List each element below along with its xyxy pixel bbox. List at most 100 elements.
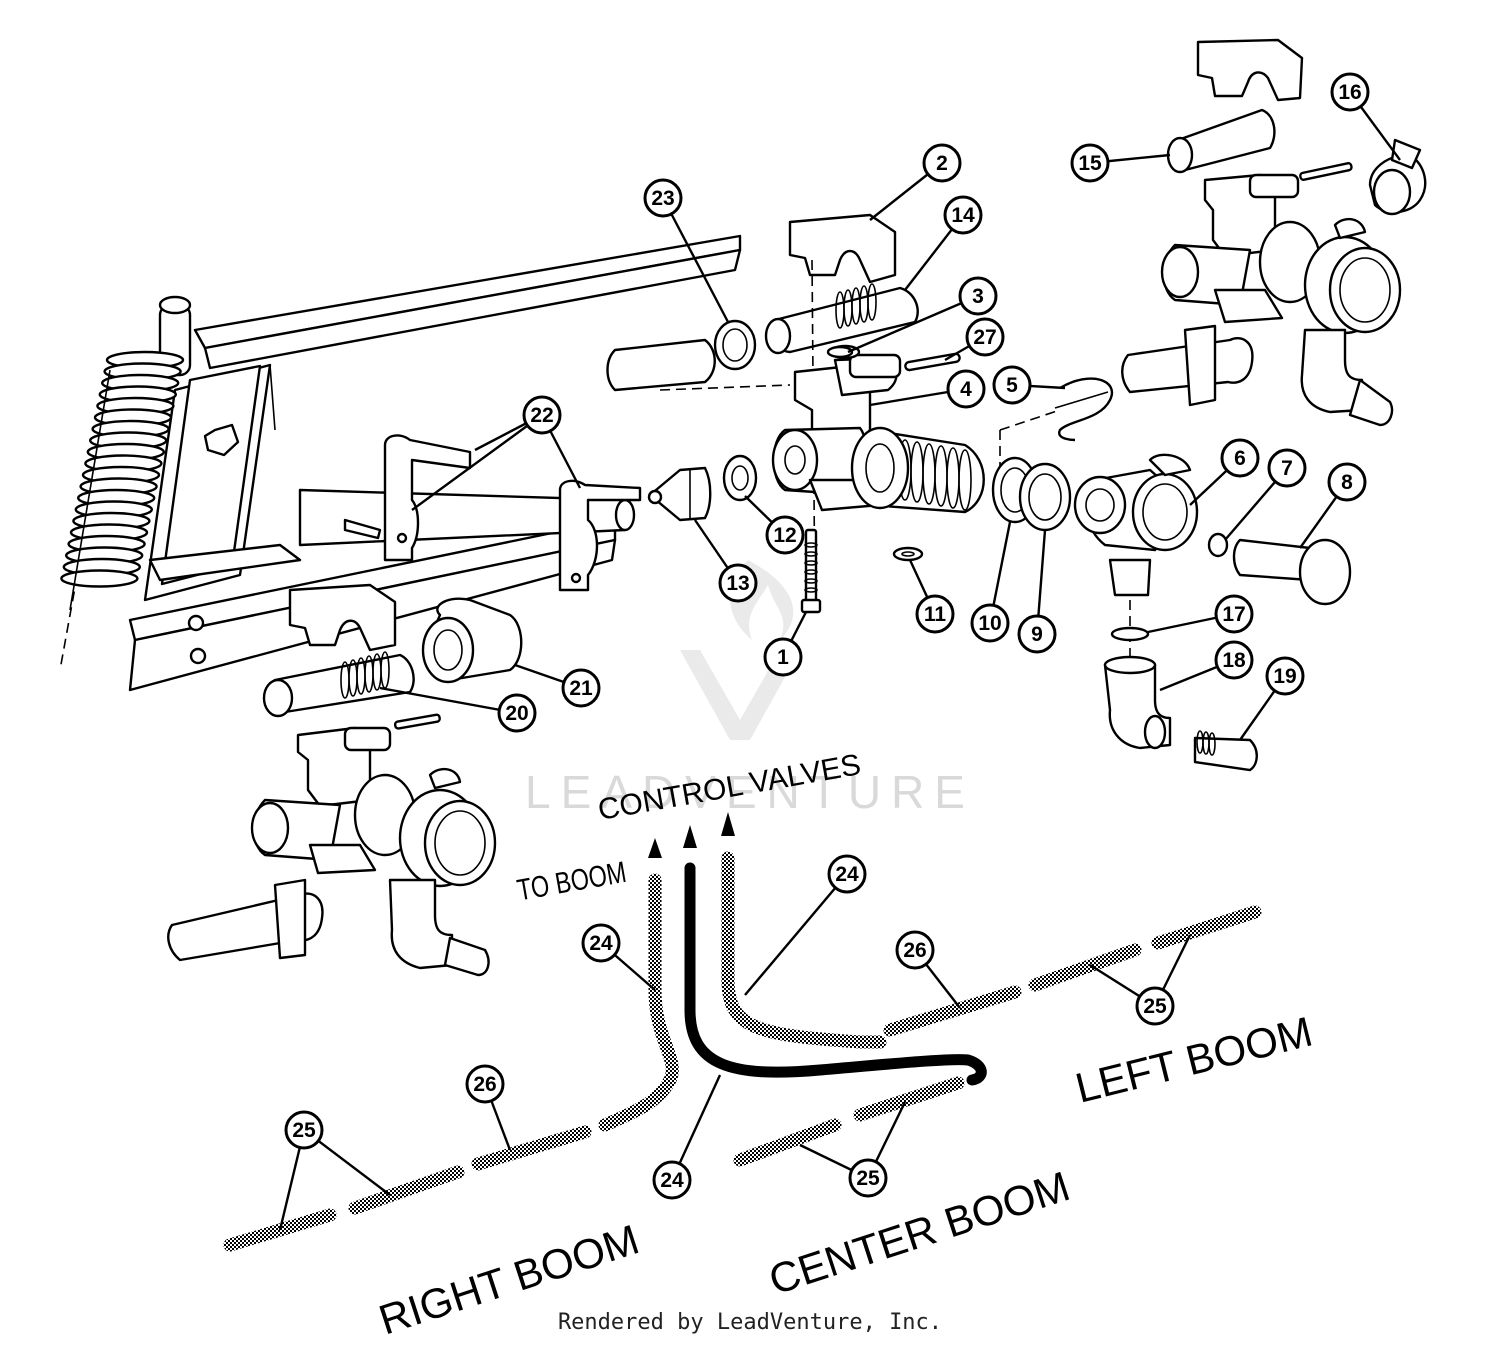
callout-4: 4 [946, 369, 986, 409]
svg-text:12: 12 [773, 524, 796, 547]
center-boom-tube [298, 488, 636, 547]
hose-25-center-2 [853, 1076, 965, 1122]
part-22-clamps [343, 434, 642, 592]
callout-24: 24 [652, 1160, 692, 1200]
callout-25: 25 [284, 1110, 324, 1150]
callout-11: 11 [915, 594, 955, 634]
part-1-bolt [800, 528, 822, 614]
callout-17: 17 [1214, 594, 1254, 634]
svg-text:25: 25 [292, 1119, 316, 1142]
part-6-tee-body [1073, 453, 1199, 660]
svg-text:3: 3 [972, 285, 984, 308]
callout-24: 24 [581, 923, 621, 963]
svg-text:9: 9 [1031, 623, 1043, 646]
upper-right-nozzle-body [1121, 173, 1402, 427]
callout-16: 16 [1330, 72, 1370, 112]
svg-text:14: 14 [951, 204, 975, 227]
part-17-washer [1110, 626, 1150, 642]
left-pin [393, 713, 441, 730]
callout-7: 7 [1267, 448, 1307, 488]
svg-text:27: 27 [973, 326, 996, 349]
callout-5: 5 [992, 365, 1032, 405]
callout-27: 27 [965, 317, 1005, 357]
svg-text:26: 26 [903, 939, 926, 962]
svg-text:6: 6 [1234, 447, 1246, 470]
hose-25-left-1 [1028, 943, 1142, 992]
boom-frame [59, 234, 742, 692]
svg-text:16: 16 [1338, 81, 1361, 104]
svg-text:15: 15 [1078, 152, 1102, 175]
callout-2: 2 [922, 143, 962, 183]
part-14-hose-barb [764, 283, 919, 355]
svg-text:25: 25 [1143, 995, 1167, 1018]
callout-25: 25 [848, 1158, 888, 1198]
svg-text:26: 26 [473, 1073, 496, 1096]
svg-text:11: 11 [924, 603, 947, 626]
spring-assembly [60, 295, 192, 611]
callout-1: 1 [763, 637, 803, 677]
part-5-clip [999, 377, 1114, 470]
callout-8: 8 [1327, 462, 1367, 502]
part-8-plug [1232, 538, 1352, 606]
svg-text:1: 1 [777, 646, 789, 669]
label-left-boom: LEFT BOOM [1071, 1008, 1317, 1112]
svg-text:13: 13 [726, 572, 749, 595]
part-11-washer [892, 546, 924, 562]
part-18-elbow [1103, 655, 1172, 750]
svg-text:2: 2 [936, 152, 948, 175]
svg-text:10: 10 [978, 612, 1001, 635]
hose-25-right-2 [348, 1165, 465, 1215]
callout-9: 9 [1017, 614, 1057, 654]
arrow-right [648, 838, 662, 858]
svg-text:8: 8 [1341, 471, 1353, 494]
callout-20: 20 [497, 693, 537, 733]
callout-18: 18 [1214, 640, 1254, 680]
part-21-elbow [421, 597, 523, 684]
callout-25: 25 [1135, 986, 1175, 1026]
arrow-left [721, 812, 735, 836]
hose-26-right [471, 1125, 592, 1171]
label-to-boom-line1: TO BOOM [515, 855, 629, 907]
callout-15: 15 [1070, 143, 1110, 183]
part-4-manifold [771, 426, 985, 514]
callout-10: 10 [970, 603, 1010, 643]
hose-24-left [721, 851, 887, 1049]
svg-text:21: 21 [569, 677, 593, 700]
part-7-o-ring [1207, 532, 1229, 558]
left-bracket [288, 583, 397, 652]
callout-22: 22 [522, 395, 562, 435]
callout-14: 14 [943, 195, 983, 235]
label-center-boom: CENTER BOOM [763, 1162, 1075, 1303]
part-23-hose-clamp [606, 319, 791, 392]
callout-23: 23 [643, 178, 683, 218]
part-12-o-ring [722, 454, 758, 502]
svg-text:4: 4 [960, 378, 972, 401]
part-20-hose-barb [262, 651, 415, 718]
credit-text: Rendered by LeadVenture, Inc. [557, 1310, 943, 1335]
svg-text:24: 24 [589, 932, 613, 955]
svg-text:20: 20 [505, 702, 528, 725]
hose-26-left [883, 985, 1022, 1037]
svg-text:25: 25 [856, 1167, 880, 1190]
svg-text:23: 23 [651, 187, 674, 210]
part-19-nozzle-tip [1193, 730, 1258, 772]
watermark-text: LEADVENTURE [525, 766, 975, 818]
callout-6: 6 [1220, 438, 1260, 478]
part-27-pin [904, 352, 961, 372]
callout-12: 12 [765, 515, 805, 555]
svg-text:7: 7 [1281, 457, 1293, 480]
arrow-center [683, 825, 697, 848]
svg-text:18: 18 [1222, 649, 1246, 672]
upper-right-bracket [1196, 38, 1304, 102]
svg-text:17: 17 [1222, 603, 1245, 626]
callout-19: 19 [1265, 656, 1305, 696]
part-3-washer [826, 345, 854, 359]
callout-24: 24 [827, 854, 867, 894]
part-16-nozzle-cap [1368, 138, 1427, 216]
svg-text:24: 24 [660, 1169, 684, 1192]
hose-25-left-2 [1151, 905, 1262, 950]
part-15-hose-barb [1166, 108, 1276, 174]
hose-24-center [684, 862, 987, 1086]
callout-21: 21 [561, 668, 601, 708]
